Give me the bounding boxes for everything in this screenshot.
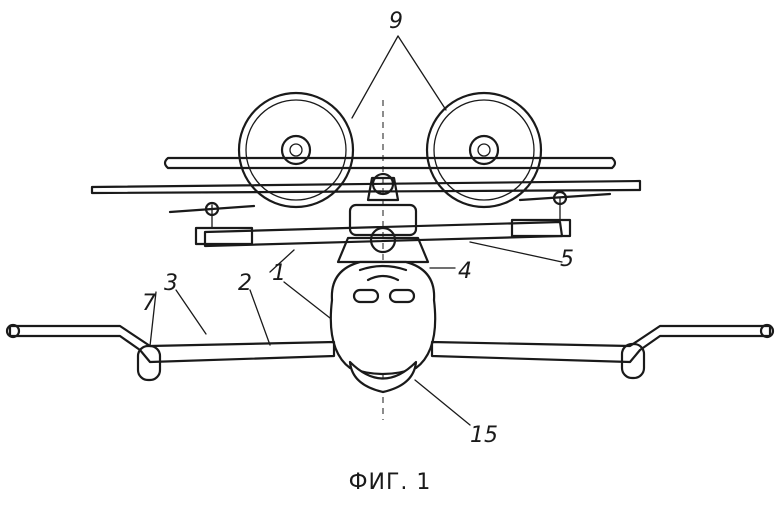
propeller-disc-left [239, 93, 353, 207]
upper-stabilizer [165, 158, 615, 168]
label-2: 2 [238, 271, 252, 296]
fuselage [331, 262, 435, 374]
label-4: 4 [458, 259, 472, 284]
label-15: 15 [470, 423, 498, 448]
label-3: 3 [164, 271, 178, 296]
label-1: 1 [272, 261, 286, 286]
main-rotor-blade [92, 174, 640, 200]
figure-caption: ФИГ. 1 [0, 470, 780, 495]
label-5: 5 [560, 247, 574, 272]
label-9: 9 [389, 9, 403, 34]
label-7: 7 [142, 291, 156, 316]
